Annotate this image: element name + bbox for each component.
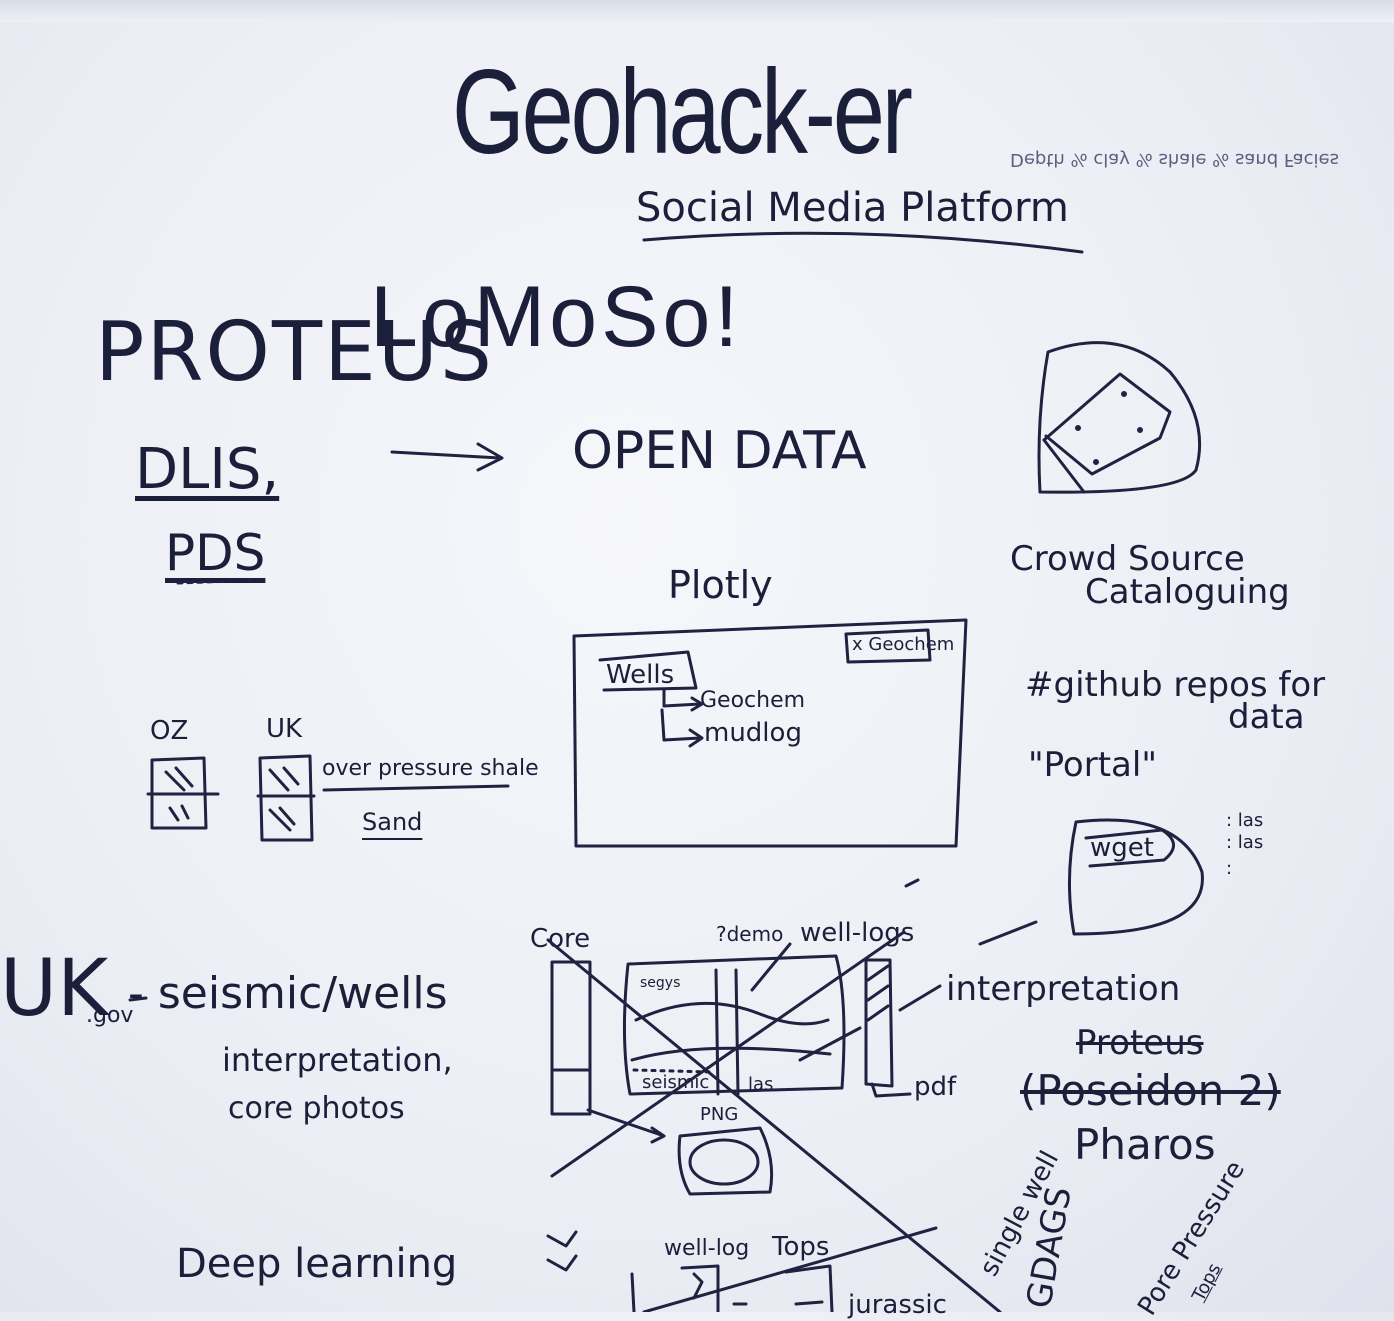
map-line — [1042, 438, 1086, 494]
core-to-png-arrow — [586, 1108, 666, 1144]
oz-label: OZ — [150, 716, 189, 746]
geochem-label: Geochem — [700, 688, 806, 713]
bottom-well-log-label: well-log — [664, 1236, 750, 1261]
sand-label: Sand — [362, 808, 423, 836]
seismic-label: seismic — [642, 1072, 710, 1093]
wells-label: Wells — [606, 660, 675, 690]
jurassic-label: jurassic — [848, 1290, 947, 1320]
wget-file-2: : las — [1226, 832, 1264, 853]
uk-gov-text: - seismic/wells — [128, 968, 448, 1019]
overpressure-underline — [322, 784, 510, 792]
wget-link-dashes — [904, 878, 1038, 946]
pds-label: PDS — [165, 524, 266, 582]
interp-column — [864, 958, 894, 1088]
oz-log-column — [146, 756, 220, 830]
core-column — [550, 960, 592, 1116]
faint-note: Depth % clay % shale % sand Facies — [1010, 149, 1339, 170]
interp-hatch — [866, 964, 890, 1022]
paper-top-edge — [0, 0, 1394, 22]
well-logs-label: well-logs — [800, 918, 915, 948]
poseidon-label: (Poseidon 2) — [1020, 1066, 1281, 1115]
map-outline — [1037, 341, 1202, 494]
seismic-horizons — [630, 1001, 832, 1062]
proteus-label: PROTEUS — [95, 305, 494, 400]
map-dot-2 — [1075, 425, 1081, 431]
uk-log-column — [256, 754, 316, 842]
deep-learning-label: Deep learning — [176, 1241, 458, 1287]
proteus-crossed: Proteus — [1076, 1023, 1204, 1063]
wget-file-3: : — [1226, 858, 1233, 879]
png-label: PNG — [700, 1104, 739, 1125]
interpretation-line: interpretation, — [222, 1041, 453, 1079]
png-core-image — [688, 1138, 760, 1186]
wget-file-1: : las — [1226, 810, 1264, 831]
pdf-bracket — [870, 1082, 912, 1098]
overpressure-label: over pressure shale — [322, 756, 539, 781]
core-photos-line: core photos — [228, 1091, 405, 1126]
open-data-arrow — [390, 442, 504, 472]
core-label: Core — [530, 924, 591, 954]
uk-gov-suffix: .gov — [86, 1003, 134, 1028]
lomoso-label: LoMoSo! — [370, 269, 743, 365]
subtitle-underline — [642, 231, 1084, 254]
las-label: las — [748, 1074, 774, 1095]
cross-line-2 — [550, 930, 906, 1178]
title: Geohack-er — [452, 45, 913, 179]
wget-label: wget — [1090, 833, 1154, 863]
uk-gov-prefix: UK — [0, 944, 109, 1034]
segys-label: segys — [640, 975, 681, 991]
map-dot-1 — [1121, 391, 1127, 397]
cataloguing-label: Cataloguing — [1085, 572, 1290, 612]
map-dot-4 — [1093, 459, 1099, 465]
well-log-arrows — [750, 942, 862, 1062]
dlis-label: DLIS, — [135, 437, 280, 502]
well-log-track — [714, 968, 740, 1096]
interpretation-label: interpretation — [946, 969, 1181, 1009]
mudlog-arrow — [660, 708, 704, 748]
oz-log-hatch — [164, 766, 194, 822]
geochem-tag: x Geochem — [852, 634, 955, 655]
check-marks — [546, 1230, 578, 1272]
map-polygon — [1042, 372, 1172, 476]
github-data-label: data — [1228, 697, 1305, 737]
pdf-label: pdf — [914, 1072, 957, 1102]
uk-log-hatch — [268, 766, 300, 832]
subtitle: Social Media Platform — [636, 185, 1069, 231]
pharos-label: Pharos — [1074, 1120, 1216, 1169]
png-frame — [677, 1126, 774, 1196]
crowd-source-label: Crowd Source — [1010, 539, 1245, 579]
bottom-well-log-sketch — [630, 1264, 720, 1312]
bottom-tops-label: Tops — [772, 1232, 830, 1262]
geochem-arrow — [662, 688, 704, 712]
bottom-tops-sketch — [732, 1264, 834, 1312]
tops-rotated-label: Tops — [1188, 1259, 1226, 1305]
github-label: #github repos for — [1025, 665, 1326, 705]
demo-label: ?demo — [716, 922, 784, 946]
plotly-label: Plotly — [668, 563, 773, 607]
uk-label: UK — [266, 714, 303, 744]
map-dot-3 — [1137, 427, 1143, 433]
portal-label: "Portal" — [1028, 745, 1157, 785]
open-data-label: OPEN DATA — [572, 421, 867, 481]
mudlog-label: mudlog — [704, 718, 802, 748]
interp-arrow — [898, 984, 942, 1012]
